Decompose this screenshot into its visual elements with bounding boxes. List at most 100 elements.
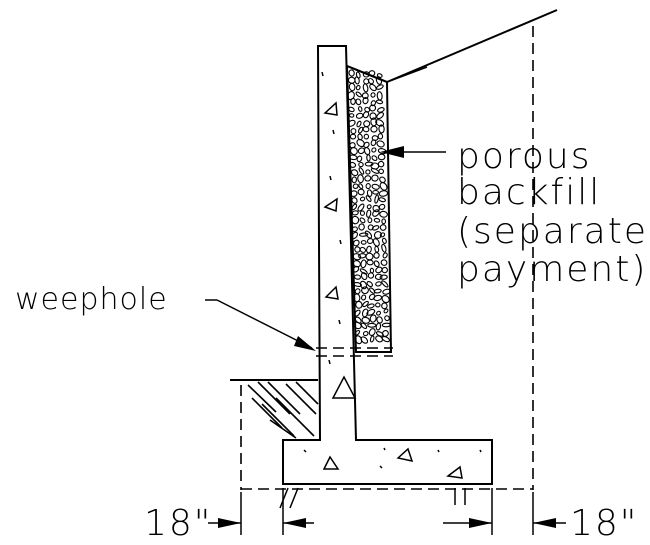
gravel-stone xyxy=(366,189,373,197)
gravel-stone xyxy=(362,83,369,93)
gravel-stone xyxy=(381,266,388,274)
gravel-stone xyxy=(358,253,367,259)
gravel-stone xyxy=(372,189,379,195)
gravel-stone xyxy=(375,281,382,287)
gravel-stone xyxy=(354,309,361,317)
gravel-stone xyxy=(350,128,357,135)
gravel-stone xyxy=(357,203,365,212)
gravel-stone xyxy=(362,300,369,308)
gravel-stone xyxy=(381,243,387,253)
gravel-stone xyxy=(358,106,363,112)
gravel-stone xyxy=(384,315,390,322)
gravel-stone xyxy=(361,316,371,324)
gravel-stone xyxy=(356,120,362,128)
gravel-stone xyxy=(349,133,357,140)
gravel-stone xyxy=(375,99,384,105)
gravel-stone xyxy=(351,203,358,211)
gravel-stone xyxy=(367,303,375,309)
gravel-stone xyxy=(359,246,367,254)
gravel-stone xyxy=(355,84,361,91)
gravel-stone xyxy=(362,126,370,133)
gravel-stone xyxy=(374,273,383,280)
existing-soil-hatch xyxy=(230,379,319,439)
gravel-stone xyxy=(356,155,363,163)
gravel-stone xyxy=(369,104,377,112)
leader-weephole xyxy=(205,299,316,351)
gravel-stone xyxy=(377,153,386,161)
gravel-stone xyxy=(355,98,362,106)
dimension-lines xyxy=(208,488,566,535)
gravel-stone xyxy=(379,210,388,218)
gravel-stone xyxy=(382,288,391,295)
gravel-stone xyxy=(351,226,358,232)
gravel-stone xyxy=(358,161,364,168)
gravel-stone xyxy=(351,176,358,184)
gravel-stone xyxy=(361,294,367,301)
gravel-stone xyxy=(353,274,362,280)
gravel-stone xyxy=(371,174,379,182)
gravel-stone xyxy=(378,168,385,175)
gravel-stone xyxy=(373,231,382,239)
gravel-stone xyxy=(374,194,379,204)
gravel-stone xyxy=(365,183,371,190)
label-porous: porous xyxy=(457,136,591,177)
gravel-stone xyxy=(380,259,388,266)
gravel-stone xyxy=(357,188,365,196)
gravel-stone xyxy=(375,335,384,343)
gravel-stone xyxy=(364,161,374,167)
gravel-stone xyxy=(353,282,363,287)
gravel-stone xyxy=(367,272,375,279)
porous-backfill-gravel xyxy=(345,64,393,353)
gravel-stone xyxy=(381,302,388,310)
gravel-stone xyxy=(371,183,380,190)
gravel-stone xyxy=(360,240,367,245)
gravel-stone xyxy=(348,113,355,118)
gravel-stone xyxy=(359,217,366,224)
gravel-stone xyxy=(354,76,360,85)
gravel-stone xyxy=(379,182,388,191)
gravel-stone xyxy=(348,106,355,113)
retaining-wall-concrete xyxy=(282,45,493,485)
gravel-stone xyxy=(362,111,370,119)
excavation-limit-dashed xyxy=(240,26,534,490)
gravel-stone xyxy=(351,231,359,240)
gravel-stone xyxy=(366,245,372,254)
gravel-stone xyxy=(381,336,390,343)
gravel-stone xyxy=(367,217,373,224)
gravel-stone xyxy=(371,147,377,153)
gravel-stone xyxy=(363,120,371,128)
gravel-stone xyxy=(379,274,388,280)
gravel-stone xyxy=(376,310,381,316)
gravel-stone xyxy=(366,209,372,218)
gravel-stone xyxy=(367,322,377,328)
gravel-stone xyxy=(381,322,391,328)
gravel-stone xyxy=(377,133,384,140)
gravel-stone xyxy=(366,204,372,210)
leader-porous-backfill xyxy=(380,146,446,158)
gravel-stone xyxy=(367,78,375,85)
gravel-stone xyxy=(370,139,377,147)
gravel-stone xyxy=(382,252,388,259)
gravel-stone xyxy=(349,146,358,156)
gravel-stone xyxy=(368,328,376,337)
gravel-stone xyxy=(369,112,377,120)
gravel-stone xyxy=(371,225,380,231)
gravel-stone xyxy=(363,141,370,149)
gravel-stone xyxy=(360,336,369,344)
gravel-stone xyxy=(363,147,371,156)
gravel-stone xyxy=(379,224,387,231)
gravel-stone xyxy=(381,280,389,288)
gravel-stone xyxy=(350,97,356,106)
gravel-stone xyxy=(355,71,361,79)
footing-base-marks xyxy=(279,487,466,509)
gravel-stone xyxy=(375,266,383,274)
gravel-stone xyxy=(352,239,360,247)
weephole-pipe xyxy=(316,347,393,357)
gravel-stone xyxy=(352,265,360,273)
gravel-stone xyxy=(347,76,356,84)
gravel-stone xyxy=(370,92,376,98)
gravel-stone xyxy=(363,133,370,140)
gravel-stone xyxy=(369,314,377,323)
gravel-stone xyxy=(369,83,377,92)
concrete-aggregate-marks xyxy=(303,71,482,479)
